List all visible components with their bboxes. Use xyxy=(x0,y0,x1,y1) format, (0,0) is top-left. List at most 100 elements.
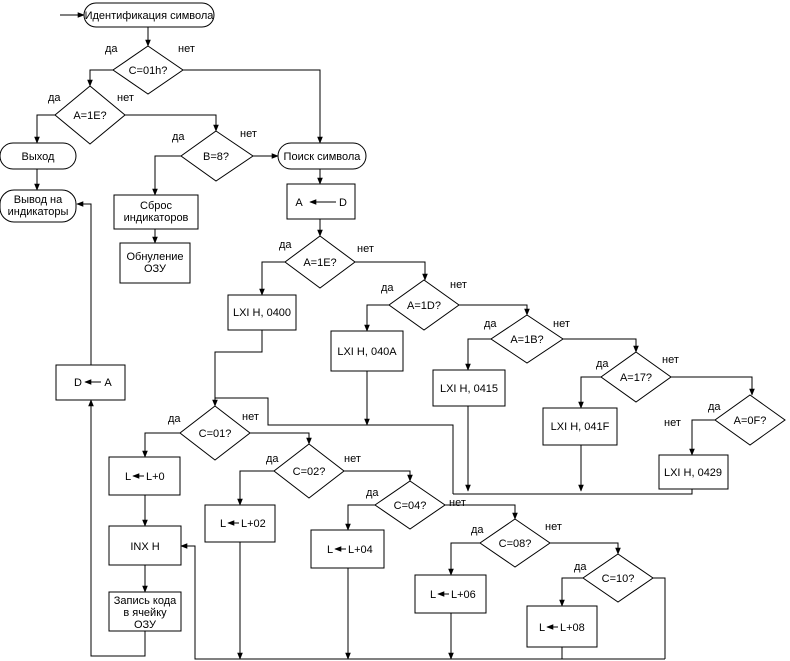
connector xyxy=(87,69,113,87)
connector xyxy=(125,114,219,132)
expr-label: L+08 xyxy=(560,622,585,634)
process-l-plus-04 xyxy=(310,529,385,569)
connector xyxy=(355,261,428,281)
connector xyxy=(88,399,146,657)
decision-a1d xyxy=(388,279,460,331)
decision-label: С=10? xyxy=(602,573,635,585)
start-terminator xyxy=(83,2,215,28)
connector xyxy=(212,330,263,407)
decision-label: С=08? xyxy=(499,538,532,550)
expr-label: L+02 xyxy=(241,518,266,530)
decision-a1e-mid xyxy=(284,235,356,289)
branch-yes: да xyxy=(168,413,181,425)
expr-label: L+06 xyxy=(451,589,476,601)
connector xyxy=(550,542,621,555)
decision-label: А=1В? xyxy=(510,334,543,346)
branch-no: нет xyxy=(545,521,562,533)
branch-no: нет xyxy=(357,243,374,255)
connector xyxy=(559,577,583,607)
assignment-arrows xyxy=(84,199,558,630)
connectors xyxy=(34,12,755,660)
display-output-label: индикаторы xyxy=(8,206,69,218)
connector xyxy=(237,470,274,506)
process-label: LXI H, 041F xyxy=(551,421,610,433)
branch-yes: да xyxy=(708,401,721,413)
node-labels: Идентификация символа С=01h? А=1Е? Выход… xyxy=(8,10,767,634)
decision-c01 xyxy=(179,405,251,461)
write-code-label: ОЗУ xyxy=(134,619,157,631)
connector xyxy=(563,338,639,353)
connector xyxy=(34,114,55,144)
search-terminator xyxy=(277,142,367,170)
process-lxi-0429 xyxy=(658,454,729,490)
connector xyxy=(653,577,666,659)
branch-yes: да xyxy=(105,43,118,55)
process-lxi-0415 xyxy=(432,369,506,407)
decision-label: А=1Е? xyxy=(303,257,336,269)
connector xyxy=(250,432,312,445)
branch-yes: да xyxy=(366,487,379,499)
expr-label: L+04 xyxy=(348,544,373,556)
write-code-label: в ячейку xyxy=(123,607,167,619)
decision-a17 xyxy=(600,351,672,403)
decision-label: С=04? xyxy=(394,500,427,512)
process-label: LXI H, 040A xyxy=(337,346,397,358)
connector xyxy=(215,397,454,494)
branch-yes: да xyxy=(381,282,394,294)
decision-label: В=8? xyxy=(203,151,229,163)
connector xyxy=(465,338,491,371)
process-clear-ram xyxy=(119,242,191,284)
connector xyxy=(445,504,518,520)
branch-yes: да xyxy=(484,318,497,330)
register-d-label: D xyxy=(74,377,82,389)
decision-c02 xyxy=(273,443,345,499)
branch-yes: да xyxy=(471,524,484,536)
connector xyxy=(76,201,92,365)
exit-label: Выход xyxy=(22,151,55,163)
decision-a1b xyxy=(490,314,564,364)
reset-label: Сброс xyxy=(140,200,172,212)
process-reset-indicators xyxy=(113,194,199,230)
branch-yes: да xyxy=(48,92,61,104)
exit-terminator xyxy=(0,142,77,170)
connector xyxy=(344,470,413,482)
connector xyxy=(671,376,755,396)
start-label: Идентификация символа xyxy=(85,10,215,22)
decision-a0f xyxy=(714,394,786,446)
process-lxi-041f xyxy=(542,407,618,446)
decision-label: А=1Е? xyxy=(73,110,106,122)
connector xyxy=(578,376,601,409)
register-d-label: D xyxy=(339,197,347,209)
branch-yes: да xyxy=(266,453,279,465)
decision-label: С=02? xyxy=(293,466,326,478)
branch-no: нет xyxy=(178,43,195,55)
process-label: LXI H, 0400 xyxy=(233,307,291,319)
decision-label: С=01? xyxy=(199,428,232,440)
process-l-plus-08 xyxy=(526,605,598,648)
process-l-plus-06 xyxy=(414,574,487,614)
branch-labels: да нет да нет да нет да нет да нет да не… xyxy=(48,43,721,573)
branch-yes: да xyxy=(172,131,185,143)
clear-ram-label: ОЗУ xyxy=(144,263,167,275)
connector xyxy=(345,504,375,531)
process-lxi-0400 xyxy=(227,294,297,331)
reset-label: индикаторов xyxy=(124,212,189,224)
register-a-label: А xyxy=(295,197,303,209)
connector xyxy=(453,489,693,495)
register-l-label: L xyxy=(430,589,436,601)
connector xyxy=(180,543,665,660)
branch-no: нет xyxy=(450,279,467,291)
decision-label: А=1D? xyxy=(407,300,441,312)
connector xyxy=(183,69,323,144)
connector xyxy=(364,304,389,332)
branch-yes: да xyxy=(279,239,292,251)
branch-no: нет xyxy=(344,453,361,465)
branch-yes: да xyxy=(596,358,609,370)
register-l-label: L xyxy=(539,622,545,634)
connector xyxy=(142,432,180,458)
branch-no: нет xyxy=(553,318,570,330)
decision-c04 xyxy=(374,480,446,530)
process-label: INX H xyxy=(130,541,159,553)
